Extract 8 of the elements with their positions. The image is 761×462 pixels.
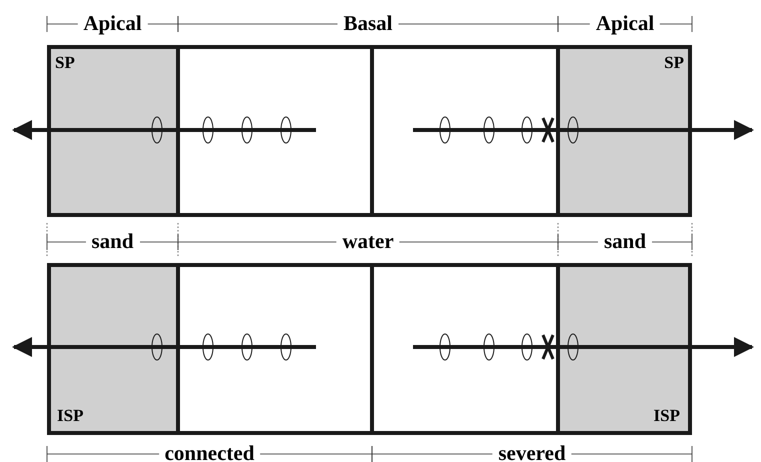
compartment-label: SP [664, 54, 684, 72]
section-label: Apical [590, 12, 660, 34]
compartment-label: ISP [57, 407, 84, 425]
treatment-label: severed [492, 442, 572, 462]
compartment-label: ISP [654, 407, 680, 425]
section-label: Apical [77, 12, 148, 34]
compartment-label: SP [55, 54, 75, 72]
treatment-label: connected [158, 442, 260, 462]
